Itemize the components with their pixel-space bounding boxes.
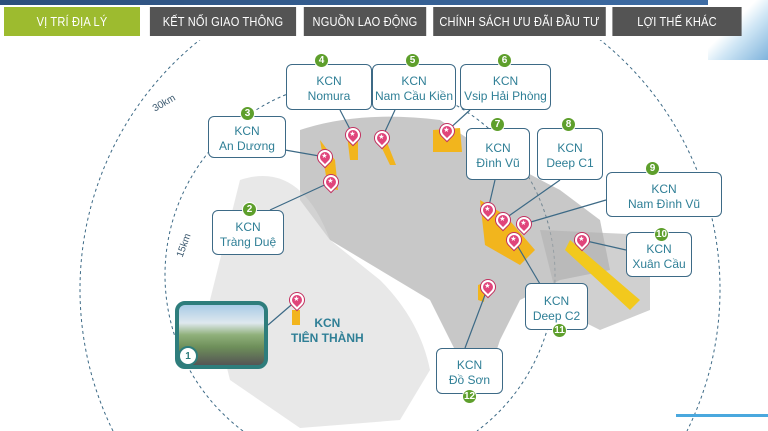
callout-name: Nomura [307, 89, 351, 103]
badge-2: 2 [242, 202, 257, 217]
tab-incentives[interactable]: CHÍNH SÁCH ƯU ĐÃI ĐẦU TƯ [433, 7, 606, 36]
callout-name: TIÊN THÀNH [291, 331, 364, 345]
tab-transport[interactable]: KẾT NỐI GIAO THÔNG [149, 7, 297, 36]
callout-prefix: KCN [235, 219, 261, 234]
badge-3: 3 [240, 106, 255, 121]
callout-name: Xuân Cầu [632, 256, 686, 271]
callout-name: Nam Đình Vũ [627, 196, 701, 211]
badge-6: 6 [497, 53, 512, 68]
callout-name: An Dương [219, 139, 275, 153]
callout-prefix: KCN [492, 74, 519, 88]
tab-location[interactable]: VỊ TRÍ ĐỊA LÝ [4, 7, 140, 36]
zone-dinh-vu [480, 200, 535, 265]
badge-1: 1 [178, 346, 198, 366]
badge-9: 9 [645, 161, 660, 176]
callout-name: Vsip Hải Phòng [464, 89, 547, 103]
callout-prefix: KCN [557, 141, 583, 155]
badge-4: 4 [314, 53, 329, 68]
callout-prefix: KCN [646, 241, 672, 256]
badge-10: 10 [654, 227, 669, 242]
callout-prefix: KCN [401, 74, 427, 88]
callout-prefix: KCN [543, 293, 570, 308]
urban-area [300, 116, 610, 371]
callout-name: Deep C1 [546, 156, 594, 170]
callout-name: Deep C2 [532, 308, 581, 323]
zone-xuan-cau [565, 240, 640, 310]
top-bar [0, 0, 768, 5]
ring-30km [79, 40, 721, 431]
badge-11: 11 [552, 323, 567, 338]
badge-12: 12 [462, 389, 477, 404]
zone-tien-thanh [292, 310, 300, 325]
callout-name: Tràng Duệ [219, 234, 277, 249]
badge-7: 7 [490, 117, 505, 132]
callout-prefix: KCN [316, 74, 342, 88]
callout-prefix: KCN [651, 181, 677, 196]
callout-prefix: KCN [234, 124, 260, 138]
badge-5: 5 [405, 53, 420, 68]
callout-name: Nam Cầu Kiền [374, 89, 454, 103]
tab-other-advantages[interactable]: LỢI THẾ KHÁC [612, 7, 742, 36]
tab-labor[interactable]: NGUỒN LAO ĐỘNG [303, 7, 427, 36]
callout-name: Đình Vũ [476, 156, 520, 170]
callout-prefix: KCN [314, 316, 341, 330]
badge-8: 8 [561, 117, 576, 132]
callout-prefix: KCN [456, 358, 483, 372]
accent-line [676, 414, 768, 417]
callout-prefix: KCN [485, 141, 511, 155]
callout-name: Đồ Sơn [448, 373, 491, 387]
